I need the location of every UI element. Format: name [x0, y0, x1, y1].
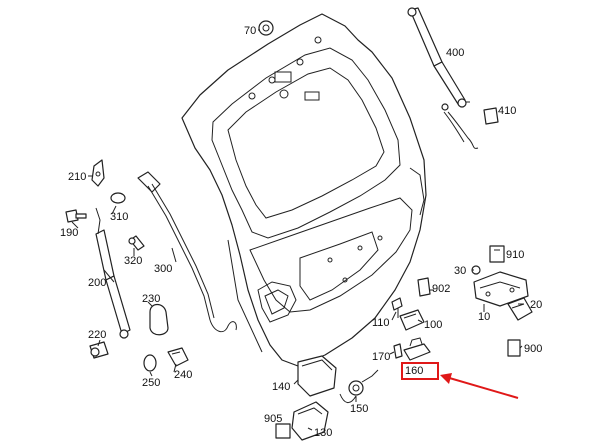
- label-210: 210: [68, 171, 86, 183]
- label-30: 30: [454, 265, 466, 277]
- part-160-striker: [403, 337, 431, 361]
- part-910-connector: [489, 245, 505, 263]
- part-labels: 70 400 410 210 310 190 320 300 200 230 2…: [60, 25, 542, 439]
- part-230-cap: [149, 303, 169, 336]
- part-110-screw: [391, 297, 403, 318]
- label-150: 150: [350, 403, 368, 415]
- label-410: 410: [498, 105, 516, 117]
- leader-lines: [71, 29, 524, 431]
- part-300-cable-strut: [137, 171, 237, 333]
- label-320: 320: [124, 255, 142, 267]
- label-230: 230: [142, 293, 160, 305]
- label-400: 400: [446, 47, 464, 59]
- highlight-callout: [401, 362, 519, 399]
- part-310-clip: [110, 192, 126, 204]
- label-910: 910: [506, 249, 524, 261]
- part-250-washer: [143, 354, 157, 372]
- label-900: 900: [524, 343, 542, 355]
- part-905-connector: [275, 423, 291, 439]
- label-220: 220: [88, 329, 106, 341]
- highlight-box: [401, 362, 439, 380]
- label-170: 170: [372, 351, 390, 363]
- part-902-connector: [417, 277, 431, 297]
- highlight-arrow-line: [445, 376, 519, 399]
- label-140: 140: [272, 381, 290, 393]
- part-200-gas-strut: [95, 207, 131, 339]
- part-410-harness: [441, 103, 499, 149]
- part-10-switch: [473, 271, 529, 307]
- part-240-holder: [167, 347, 189, 367]
- part-220-socket: [89, 341, 109, 359]
- label-190: 190: [60, 227, 78, 239]
- label-130: 130: [314, 427, 332, 439]
- label-160: 160: [405, 365, 423, 377]
- label-905: 905: [264, 413, 282, 425]
- part-100-switch: [399, 309, 425, 331]
- label-200: 200: [88, 277, 106, 289]
- label-250: 250: [142, 377, 160, 389]
- part-140-latch: [297, 355, 337, 397]
- part-150-cable: [339, 369, 379, 403]
- part-20-switch: [507, 297, 533, 321]
- part-210-bracket: [91, 159, 105, 187]
- part-130-latch-motor: [291, 401, 329, 441]
- part-170-bolt: [393, 343, 403, 359]
- part-900-connector: [507, 339, 521, 357]
- label-70: 70: [244, 25, 256, 37]
- label-902: 902: [432, 283, 450, 295]
- part-320-pin: [128, 235, 145, 251]
- label-20: 20: [530, 299, 542, 311]
- part-70-grommet: [258, 20, 274, 36]
- label-310: 310: [110, 211, 128, 223]
- label-10: 10: [478, 311, 490, 323]
- label-100: 100: [424, 319, 442, 331]
- label-240: 240: [174, 369, 192, 381]
- tailgate-panel: [181, 13, 427, 367]
- part-190-bolt: [65, 209, 87, 223]
- label-300: 300: [154, 263, 172, 275]
- part-400-gas-strut: [407, 7, 467, 108]
- label-110: 110: [372, 317, 390, 329]
- highlight-arrow-head: [440, 373, 452, 384]
